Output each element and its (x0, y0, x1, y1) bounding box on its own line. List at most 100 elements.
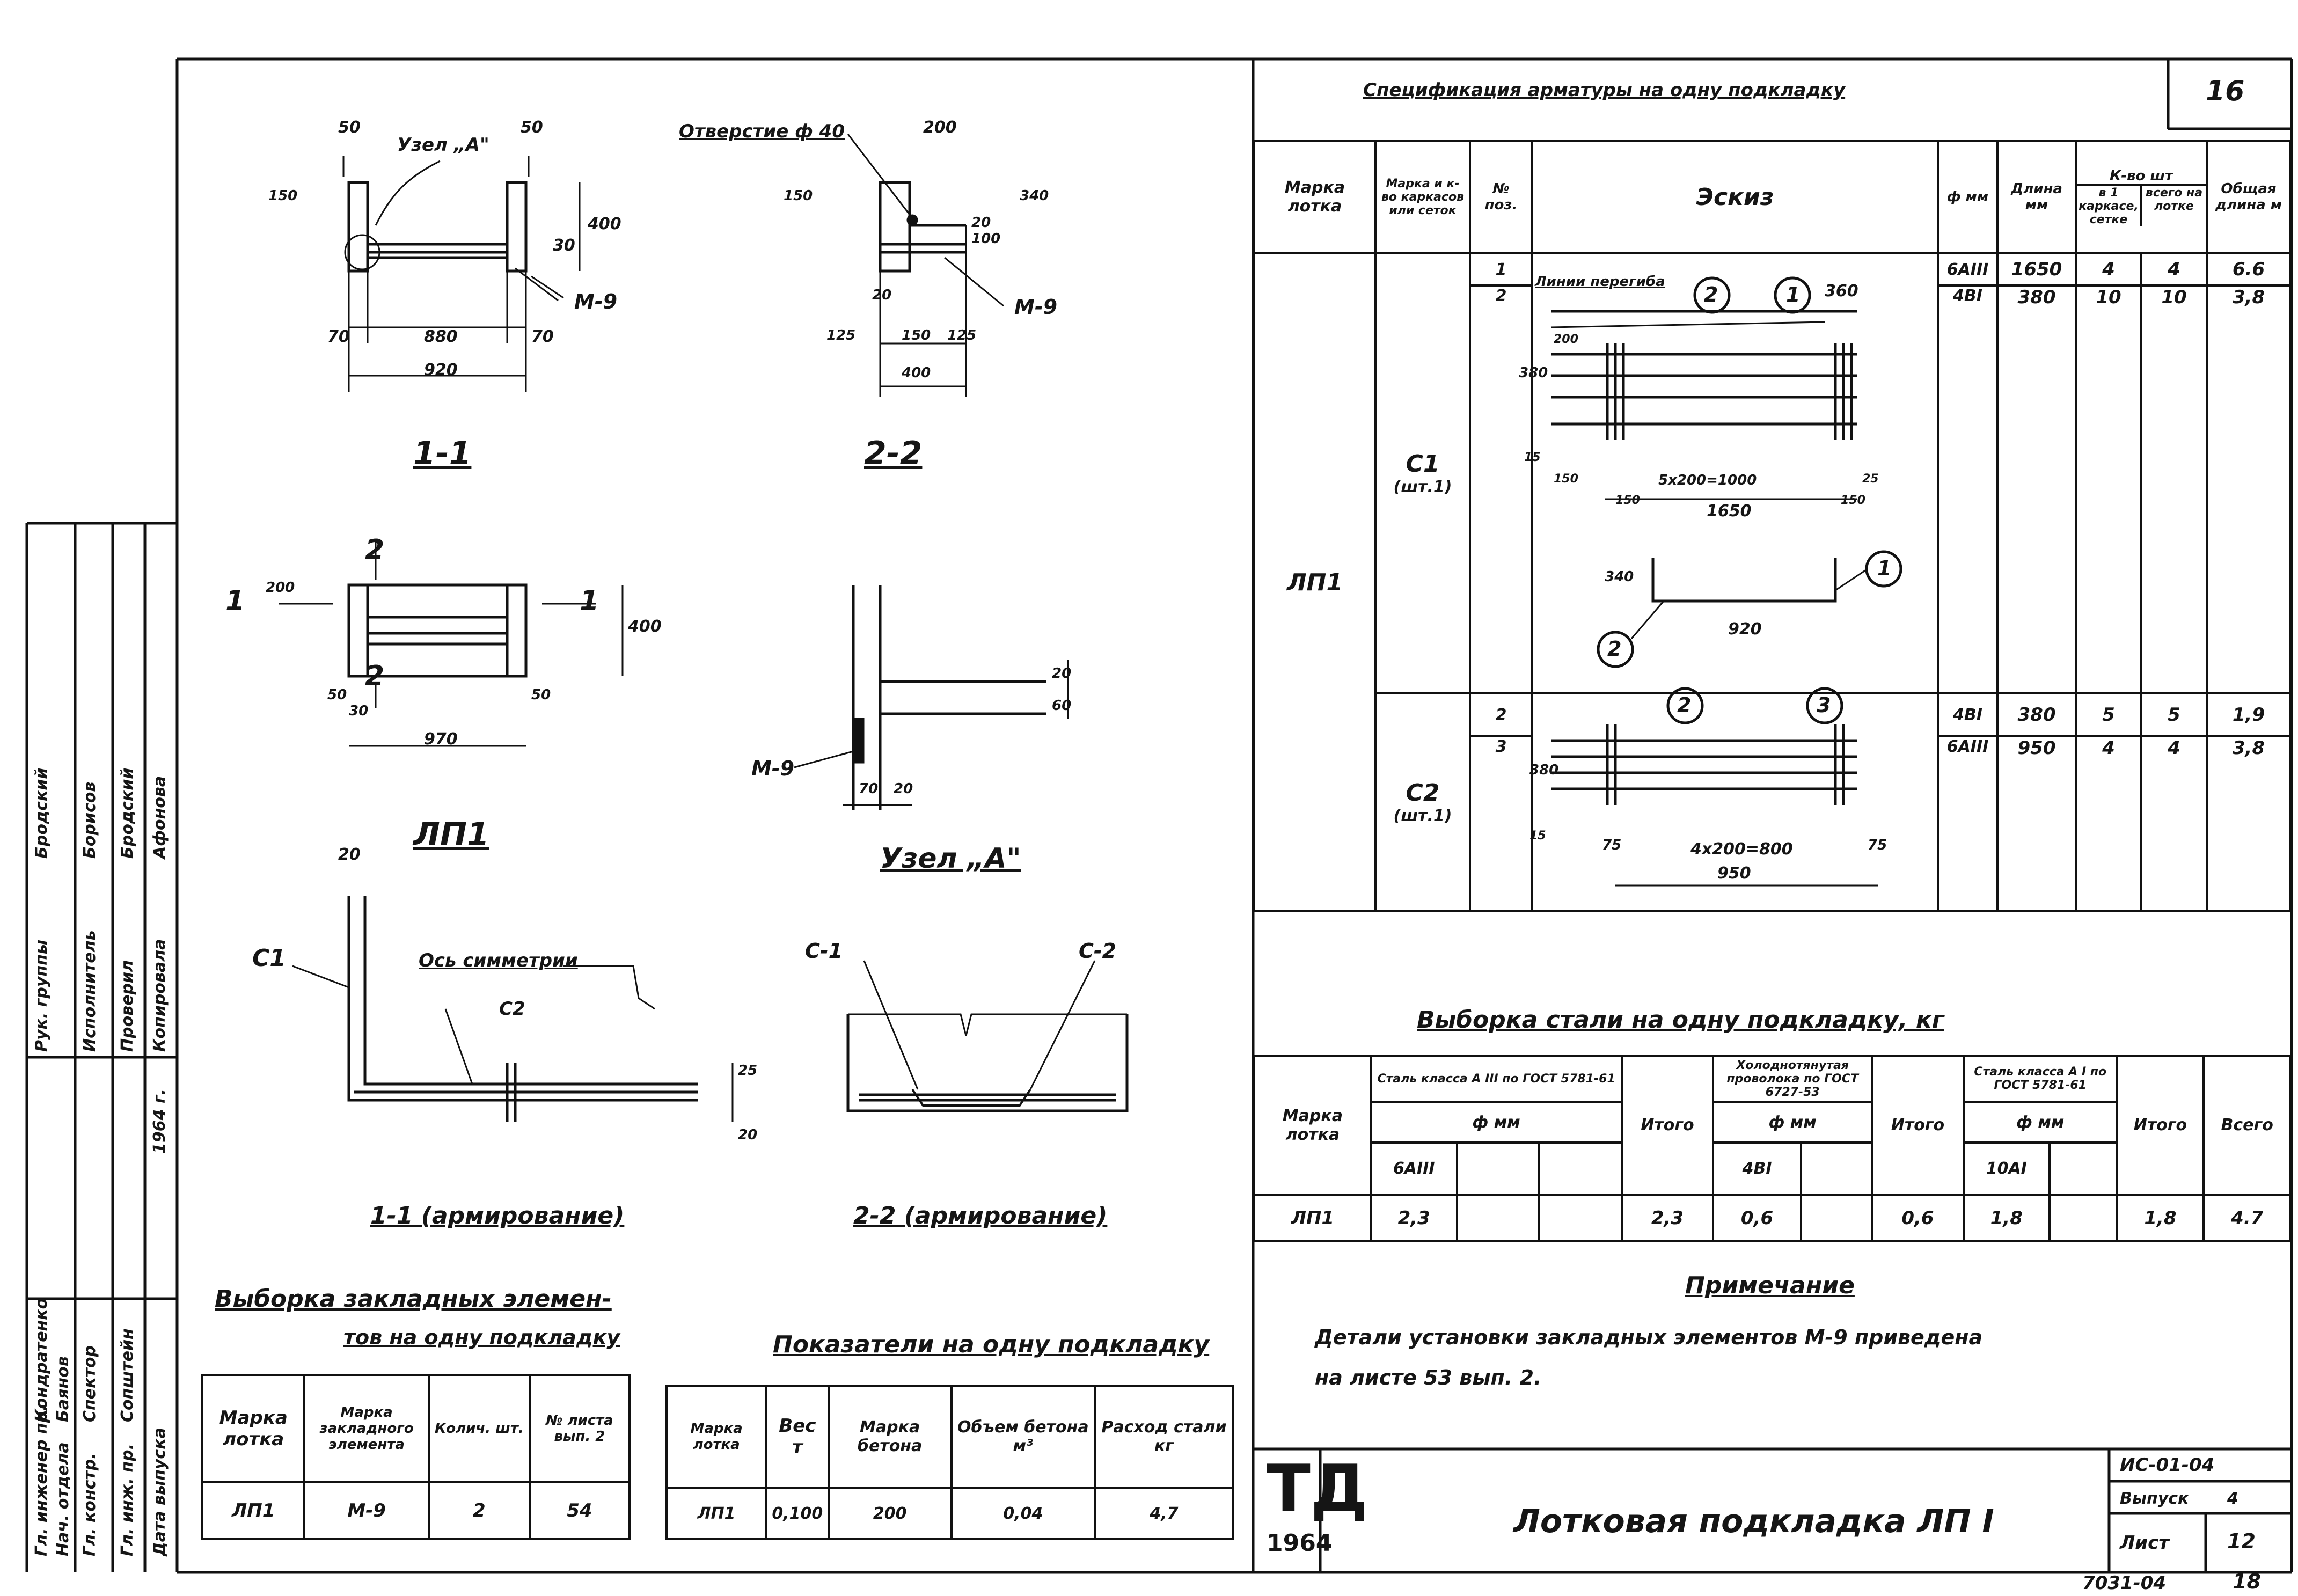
embedded-title-line1: Выборка закладных элемен- (215, 1285, 612, 1313)
c1-label: С1 (252, 945, 286, 972)
dim-label: 25 (1862, 472, 1879, 486)
dim-label: 20 (872, 287, 892, 303)
indicators-cell: 0,04 (950, 1487, 1096, 1540)
stamp-date: 1964 г. (150, 1088, 169, 1154)
spec-header-pos: № поз. (1469, 140, 1533, 254)
spec-table: Марка лотка Марка и к-во каркасов или се… (1253, 140, 2292, 912)
embedded-header: Марка лотка (201, 1374, 306, 1483)
dim-label: 20 (738, 1127, 758, 1143)
dim-label: 150 (1615, 494, 1640, 507)
spec-header-qty-one: в 1 каркасе, сетке (2077, 186, 2142, 226)
indicators-header: Марка лотка (665, 1385, 768, 1489)
stamp-role: Рук. группы (32, 939, 51, 1052)
dim-label: 400 (588, 215, 621, 233)
series-code: ИС-01-04 (2120, 1454, 2215, 1476)
dim-label: 125 (826, 327, 856, 343)
stamp-name: Борисов (80, 781, 99, 859)
indicators-table: Марка лотка Вес т Марка бетона Объем бет… (665, 1385, 1235, 1540)
m9-label: М-9 (574, 290, 618, 313)
embedded-cell: 54 (528, 1481, 631, 1540)
steel-d-empty (1455, 1141, 1541, 1196)
spec-total: 3,8 (2206, 735, 2292, 912)
spec-header-sketch: Эскиз (1531, 140, 1939, 254)
steel-header-mark: Марка лотка (1253, 1055, 1372, 1196)
list-number: 12 (2227, 1529, 2256, 1553)
dim-label: 50 (531, 687, 551, 703)
dim-label: 50 (338, 118, 361, 137)
spec-length: 950 (1996, 735, 2077, 912)
circle-mark-2: 2 (1704, 283, 1718, 306)
steel-row-empty (1455, 1194, 1541, 1242)
spec-qty-all: 10 (2140, 284, 2208, 694)
dim-label: 340 (1605, 569, 1634, 585)
steel-header-total: Всего (2202, 1055, 2292, 1196)
dim-label: 950 (1717, 864, 1751, 883)
c2-name: С2 (1406, 779, 1440, 807)
m9-label: М-9 (751, 757, 795, 780)
td-logo: ТД (1267, 1452, 1368, 1526)
dim-label: 125 (947, 327, 977, 343)
steel-row-empty (1538, 1194, 1623, 1242)
stamp-name: Афонова (150, 775, 169, 859)
stamp-name: Кондратенко (32, 1298, 51, 1422)
indicators-title: Показатели на одну подкладку (773, 1331, 1210, 1358)
sheet-title: Лотковая подкладка ЛП I (1513, 1503, 1994, 1540)
indicators-cell: ЛП1 (665, 1487, 768, 1540)
embedded-header: № листа вып. 2 (528, 1374, 631, 1483)
spec-sketch-c2 (1531, 692, 1939, 912)
steel-row-total: 4.7 (2202, 1194, 2292, 1242)
dim-label: 200 (1554, 333, 1578, 346)
hole-label: Отверстие ф 40 (679, 121, 845, 142)
spec-pos: 3 (1469, 735, 1533, 912)
indicators-cell: 4,7 (1093, 1487, 1235, 1540)
indicators-header: Вес т (765, 1385, 830, 1489)
spec-header-length: Длина мм (1996, 140, 2077, 254)
steel-row-a3: 2,3 (1370, 1194, 1458, 1242)
cut-mark-1: 1 (580, 585, 599, 617)
dim-label: 150 (268, 188, 298, 204)
dim-label: 70 (531, 327, 554, 346)
stamp-role: Гл. инж. пр. (118, 1444, 137, 1556)
spec-qty-one: 4 (2075, 252, 2142, 287)
dim-label: 75 (1602, 837, 1622, 853)
steel-row-mark: ЛП1 (1253, 1194, 1372, 1242)
dim-label: 60 (1052, 698, 1072, 714)
steel-d-empty (1538, 1141, 1623, 1196)
axis-label: Ось симметрии (419, 950, 578, 971)
spec-diam: 4BI (1937, 692, 1999, 737)
dim-label: 20 (894, 781, 913, 797)
plan-lp1-title: ЛП1 (413, 816, 489, 853)
steel-header-a3: Сталь класса А III по ГОСТ 5781-61 (1370, 1055, 1623, 1103)
steel-row-empty (2048, 1194, 2118, 1242)
stamp-role: Исполнитель (80, 930, 99, 1052)
steel-title: Выборка стали на одну подкладку, кг (1417, 1006, 1944, 1034)
dim-label: 360 (1825, 282, 1858, 301)
spec-lotok-cell: ЛП1 (1253, 252, 1377, 912)
circle-mark-1: 1 (1786, 283, 1801, 306)
embedded-header: Колич. шт. (427, 1374, 531, 1483)
note-title: Примечание (1685, 1272, 1855, 1299)
spec-qty-one: 4 (2075, 735, 2142, 912)
embedded-table: Марка лотка Марка закладного элемента Ко… (201, 1374, 631, 1540)
cut-mark-2: 2 (365, 534, 385, 566)
section-1-1-title: 1-1 (413, 435, 472, 472)
circle-mark-3: 3 (1817, 693, 1831, 717)
dim-label: 20 (1052, 665, 1072, 682)
spec-total: 6.6 (2206, 252, 2292, 287)
stamp-role: Нач. отдела (54, 1442, 72, 1556)
sheet-number: 16 (2206, 75, 2245, 107)
dim-label: 970 (424, 730, 458, 749)
stamp-name: Бродский (118, 767, 137, 859)
steel-d-a1: 10AI (1962, 1141, 2051, 1196)
note-text-line2: на листе 53 вып. 2. (1315, 1366, 1542, 1389)
spec-pos: 1 (1469, 252, 1533, 287)
dim-label: 150 (784, 188, 813, 204)
dim-label: 50 (327, 687, 347, 703)
steel-header-d: ф мм (1962, 1101, 2118, 1144)
spec-qty-all: 4 (2140, 735, 2208, 912)
list-label: Лист (2120, 1532, 2169, 1554)
embedded-header: Марка закладного элемента (303, 1374, 430, 1483)
spec-length: 380 (1996, 284, 2077, 694)
dim-label: 200 (266, 580, 295, 596)
stamp-name: Спектор (80, 1345, 99, 1422)
